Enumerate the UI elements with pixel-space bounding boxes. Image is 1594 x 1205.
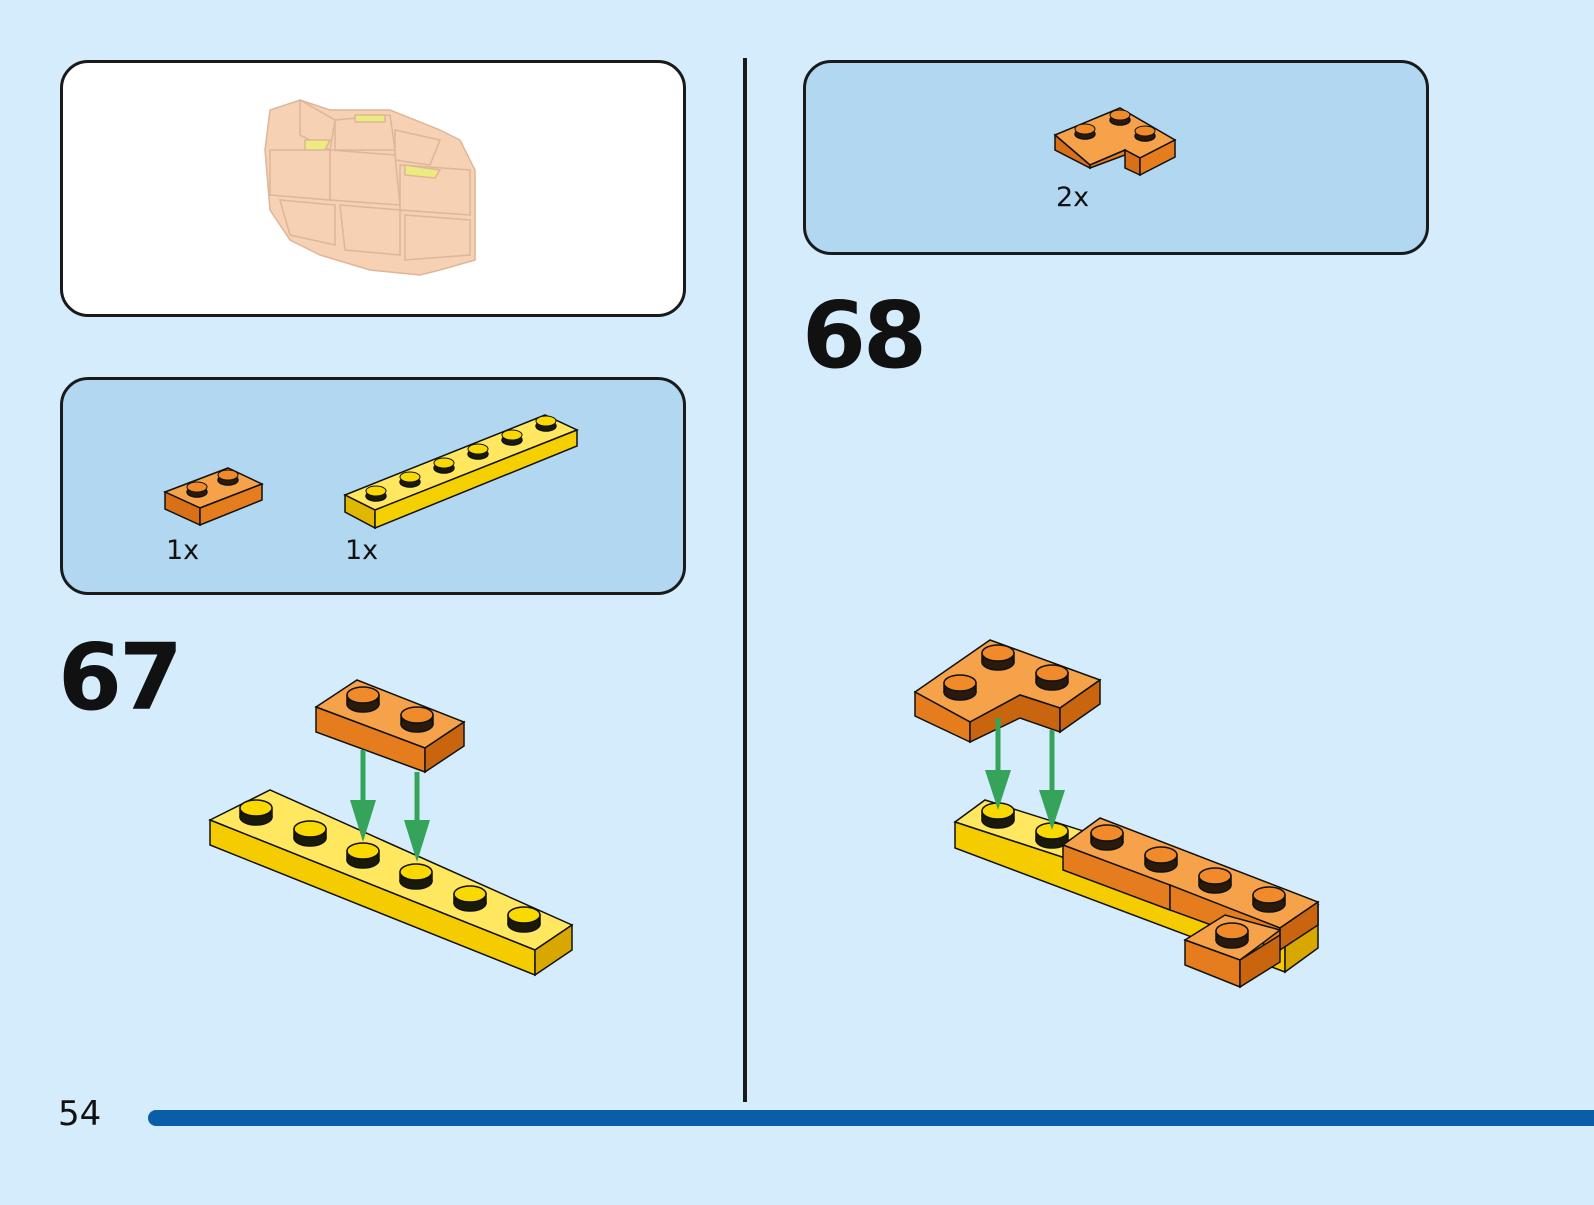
part-quantity-yellow-1x6: 1x [345,535,379,566]
step-67-orange-plate [314,679,466,774]
step-67-yellow-plate [208,789,574,977]
yellow-plate-1x6-part [343,414,579,530]
column-divider [743,58,747,1102]
orange-corner-plate-part [1053,107,1177,177]
step-68-placement-arrows [985,718,1065,830]
step-number-67: 67 [58,624,183,731]
page-footer-bar [148,1110,1594,1126]
part-quantity-orange-1x2: 1x [166,535,200,566]
step-67-placement-arrows [350,750,430,862]
page-number: 54 [58,1094,102,1134]
model-preview-image [264,98,476,276]
orange-plate-1x2-part [163,467,264,527]
step-number-68: 68 [802,282,927,389]
step-68-base-assembly [953,799,1320,989]
part-quantity-orange-corner: 2x [1056,182,1090,213]
step-68-orange-corner-plate [913,639,1102,744]
